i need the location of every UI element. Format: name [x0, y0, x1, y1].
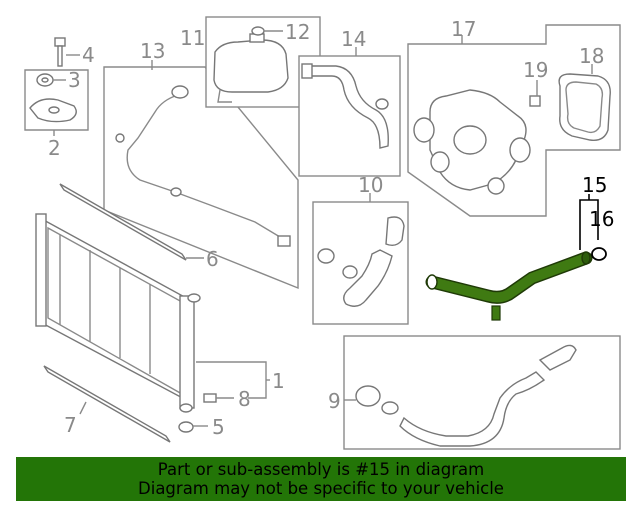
callout-6: 6 [206, 247, 219, 271]
seal-strip-part-6 [59, 183, 204, 261]
callout-17: 17 [451, 17, 476, 41]
callout-9: 9 [328, 389, 341, 413]
thermostat-housing-panel-17 [407, 24, 621, 217]
seal-strip-part-7 [43, 365, 171, 443]
washer-part-5 [178, 421, 208, 433]
callout-19: 19 [523, 58, 548, 82]
callout-15: 15 [582, 173, 607, 197]
callout-16: 16 [589, 207, 614, 231]
callout-10: 10 [358, 173, 383, 197]
notice-banner: Part or sub-assembly is #15 in diagram D… [16, 457, 626, 501]
hose-panel-13 [103, 60, 299, 290]
hose-panel-14 [298, 47, 401, 177]
callout-7: 7 [64, 413, 77, 437]
notice-line-2: Diagram may not be specific to your vehi… [138, 479, 504, 498]
callout-4: 4 [82, 43, 95, 67]
callout-11: 11 [180, 26, 205, 50]
bolt-part-4 [54, 37, 80, 67]
coolant-pipe-part-15 [425, 251, 593, 321]
o-ring-part-16 [591, 247, 607, 261]
callout-3: 3 [68, 68, 81, 92]
notice-line-1: Part or sub-assembly is #15 in diagram [157, 460, 485, 479]
bracket-panel-2-3 [24, 69, 89, 136]
callout-2: 2 [48, 136, 61, 160]
drain-plug-part-8 [203, 393, 234, 403]
callout-13: 13 [140, 39, 165, 63]
hose-panel-9 [343, 335, 621, 450]
callout-12: 12 [285, 20, 310, 44]
callout-14: 14 [341, 27, 366, 51]
radiator-part-1 [35, 213, 270, 413]
callout-5: 5 [212, 415, 225, 439]
callout-18: 18 [579, 44, 604, 68]
hose-panel-10 [312, 193, 409, 325]
callout-8: 8 [238, 387, 251, 411]
callout-1: 1 [272, 369, 285, 393]
